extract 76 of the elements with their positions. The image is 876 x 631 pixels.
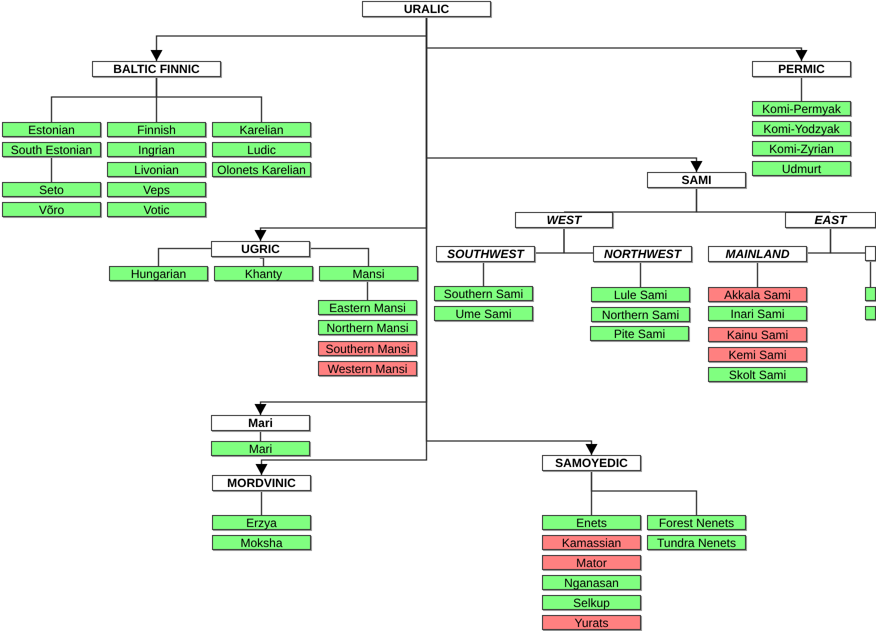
group-box: URALIC [362,1,491,17]
language-box: Komi-Zyrian [752,141,851,156]
language-box: Skolt Sami [708,367,807,382]
group-box: Mari [211,415,310,431]
group-box: PERMIC [752,61,851,77]
language-box: Khanty [214,266,313,281]
extinct-language-box: Kamassian [542,535,641,550]
connector-line [366,280,368,300]
connector-line [482,261,484,286]
language-box: Southern Sami [434,286,533,301]
language-box: Ingrian [107,142,206,157]
language-box: Mari [211,441,310,456]
language-box: Estonian [2,122,101,137]
connector-line [800,76,802,101]
language-box: Votic [107,202,206,217]
group-box: UGRIC [211,241,310,257]
language-box: Pite Sami [590,326,689,341]
connector-line [260,256,264,266]
subgroup-box [865,246,876,261]
extinct-language-box: Kemi Sami [708,347,807,362]
language-box: Mansi [319,266,418,281]
group-box: MORDVINIC [212,475,311,491]
language-box: South Estonian [2,142,101,157]
language-box: Ludic [212,142,311,157]
language-box: Moksha [212,535,311,550]
language-box [865,306,876,320]
connector-line [696,187,832,213]
connector-line [640,261,642,287]
connector-line [870,261,872,287]
language-box: Inari Sami [708,306,807,321]
language-box: Veps [107,182,206,197]
language-box: Northern Mansi [318,320,417,335]
language-box: Lule Sami [591,287,690,302]
connector-line [50,156,52,182]
language-box: Hungarian [109,266,208,281]
language-box: Ume Sami [434,306,533,321]
language-box: Võro [2,202,101,217]
connector-line [830,227,865,254]
language-box: Eastern Mansi [318,300,417,315]
connector-line [260,490,262,515]
connector-line [756,261,758,287]
language-box: Forest Nenets [647,515,746,530]
connector-line [156,76,262,122]
group-box: SAMOYEDIC [542,455,641,471]
language-box: Olonets Karelian [212,162,311,177]
extinct-language-box: Akkala Sami [708,287,807,302]
subgroup-box: SOUTHWEST [436,246,535,262]
subgroup-box: WEST [515,212,613,228]
connector-line [563,227,593,254]
extinct-language-box: Mator [542,555,641,570]
language-box: Tundra Nenets [647,535,746,550]
subgroup-box: MAINLAND [708,246,807,262]
group-box: SAMI [647,172,746,188]
language-box: Erzya [212,515,311,530]
subgroup-box: NORTHWEST [593,246,692,262]
group-box: BALTIC FINNIC [92,61,221,77]
connector-line [310,248,370,266]
language-box: Udmurt [752,161,851,176]
language-box [865,287,876,301]
connector-line [158,248,211,266]
language-box: Livonian [107,162,206,177]
language-box: Komi-Permyak [752,101,851,116]
language-box: Nganasan [542,575,641,590]
language-box: Northern Sami [591,307,690,322]
extinct-language-box: Southern Mansi [318,341,417,356]
language-box: Selkup [542,595,641,610]
extinct-language-box: Kainu Sami [708,327,807,342]
language-box: Seto [2,182,101,197]
language-box: Komi-Yodzyak [752,121,851,136]
language-box: Finnish [107,122,206,137]
language-box: Enets [542,515,641,530]
extinct-language-box: Yurats [542,615,641,630]
subgroup-box: EAST [785,212,876,228]
language-box: Karelian [212,122,311,137]
connector-line [590,470,698,515]
extinct-language-box: Western Mansi [318,361,417,376]
